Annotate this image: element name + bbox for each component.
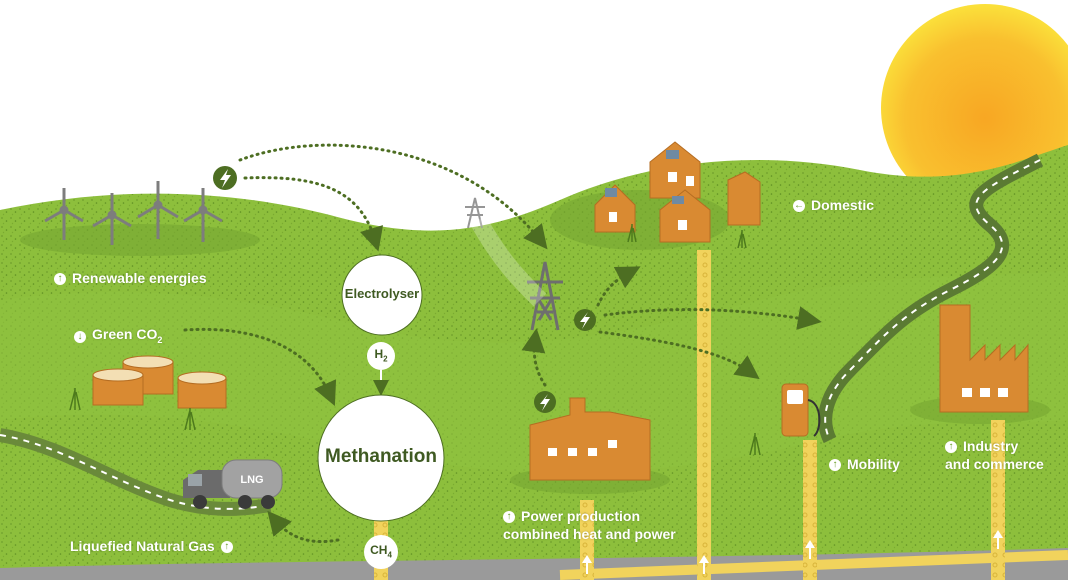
factory (939, 304, 1029, 413)
industry-label: ↑ Industry (945, 438, 1018, 455)
pipeline (697, 250, 711, 580)
lng-truck (183, 459, 283, 509)
green-co2-label: ↓ Green CO2 (74, 326, 162, 349)
ch4-circle (364, 535, 398, 569)
pipeline (991, 420, 1005, 580)
arrow-up-icon: ↑ (54, 272, 66, 285)
wind-turbines (44, 181, 223, 245)
pylon-small (465, 197, 485, 229)
lng-caption-label: Liquefied Natural Gas ↑ (70, 538, 233, 555)
h2-label: H2 (374, 347, 388, 364)
arrow-up-icon: ↑ (945, 440, 957, 453)
domestic-label: ← Domestic (793, 197, 875, 213)
storage-tanks (92, 355, 227, 409)
lightning-icon (574, 309, 596, 331)
lightning-icon (534, 391, 556, 413)
grass-tufts (69, 224, 761, 456)
mobility-label: ↑ Mobility (829, 456, 900, 473)
renewable-energies-label: ↑ Renewable energies (54, 270, 207, 287)
pylon-large (527, 261, 563, 331)
power-production-label-line2: combined heat and power (503, 526, 676, 542)
ch4-label: CH4 (370, 543, 392, 560)
power-plant (529, 397, 651, 481)
arrow-left-icon: ← (793, 199, 805, 212)
h2-circle (367, 342, 395, 370)
ground-strip (0, 548, 1068, 580)
arrow-up-icon: ↑ (220, 540, 233, 553)
arrow-down-icon: ↓ (74, 331, 86, 344)
fuel-pump (781, 383, 821, 437)
flow-arrows (183, 143, 822, 544)
pipeline (803, 440, 817, 580)
arrow-up-icon: ↑ (503, 511, 515, 523)
methanation-label: Methanation (325, 446, 437, 467)
pipeline (580, 500, 594, 580)
power-production-label: ↑ Power production (503, 508, 640, 525)
methanation-circle (317, 394, 445, 522)
front-hill (0, 414, 1068, 580)
electrolyser-circle (341, 254, 423, 336)
arrow-up-icon: ↑ (829, 458, 841, 471)
sun (881, 4, 1068, 212)
lng-truck-label: LNG (240, 474, 263, 486)
industry-label-line2: and commerce (945, 456, 1044, 472)
lightning-icon (213, 166, 237, 190)
electrolyser-label: Electrolyser (344, 286, 420, 301)
